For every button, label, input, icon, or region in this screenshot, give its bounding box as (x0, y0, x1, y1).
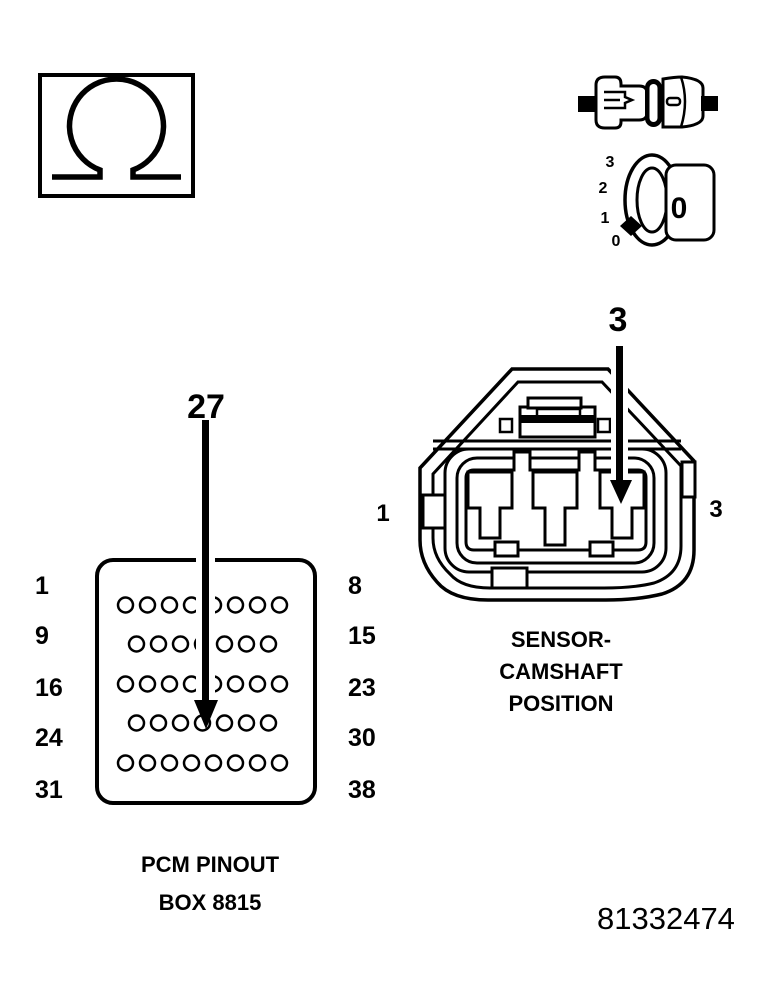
cavity-foot-right (588, 540, 615, 558)
latch-ear-right (596, 417, 612, 434)
pcm-row-label-left: 1 (35, 572, 49, 600)
pcm-pin (160, 675, 179, 693)
pcm-caption: PCM PINOUT BOX 8815 (110, 846, 310, 922)
pcm-pin (237, 714, 256, 732)
rotary-dial-icon: 0 3 2 1 0 (599, 153, 716, 250)
male-terminal (604, 90, 636, 110)
disconnect-connector-icon (578, 75, 718, 130)
pcm-pin (149, 635, 168, 653)
bottom-key-tab (490, 566, 529, 590)
sensor-caption-line3: POSITION (508, 691, 614, 716)
sensor-caption-line1: SENSOR- (510, 627, 612, 652)
pcm-pin (138, 596, 157, 614)
pcm-pin (270, 675, 289, 693)
terminal-2 (531, 470, 579, 547)
pcm-pin (204, 754, 223, 772)
pcm-pin (171, 714, 190, 732)
dial-face-plate (664, 163, 716, 242)
pcm-pin (116, 754, 135, 772)
female-connector-body (661, 75, 705, 129)
pcm-row-label-left: 24 (35, 724, 63, 752)
barrel-line (679, 76, 687, 128)
pcm-pin (248, 754, 267, 772)
sensor-pin-callout: 3 (608, 301, 628, 339)
pcm-pin (248, 596, 267, 614)
pcm-pin (215, 714, 234, 732)
dial-position-0: 0 (612, 233, 621, 250)
ohmmeter-icon (38, 73, 195, 198)
left-wire-stub (578, 96, 598, 112)
pcm-pin (226, 754, 245, 772)
terminal-slot (665, 96, 682, 107)
sensor-caption-line2: CAMSHAFT (499, 659, 623, 684)
male-connector-body (594, 75, 649, 130)
dial-ring-inner (635, 166, 669, 234)
dial-position-3: 3 (606, 154, 615, 171)
pcm-pin (248, 675, 267, 693)
dial-position-2: 2 (599, 180, 608, 197)
right-wire-stub (701, 96, 718, 111)
dial-pointer-diamond (620, 216, 642, 236)
terminal-1 (466, 470, 514, 540)
pcm-caption-line2: BOX 8815 (158, 890, 262, 915)
latch-band (520, 415, 595, 423)
cavity-foot-left (493, 540, 520, 558)
pcm-pin (259, 714, 278, 732)
latch-ear-left (498, 417, 514, 434)
pcm-row-label-right: 23 (348, 674, 376, 702)
pcm-callout-arrow-head (194, 700, 218, 729)
pcm-row-label-right: 8 (348, 572, 362, 600)
mating-ring-inner (649, 84, 658, 122)
pcm-pin (171, 635, 190, 653)
pcm-row-label-left: 16 (35, 674, 63, 702)
pcm-pin (127, 714, 146, 732)
pcm-pin (237, 635, 256, 653)
dial-position-1: 1 (601, 210, 610, 227)
sensor-pin-label-3: 3 (709, 496, 723, 523)
pcm-pin (182, 754, 201, 772)
pcm-pin (160, 754, 179, 772)
pcm-pin (270, 754, 289, 772)
sensor-callout-arrow-shaft (616, 346, 623, 482)
pcm-caption-line1: PCM PINOUT (140, 852, 280, 877)
camshaft-sensor-connector (418, 344, 697, 602)
pcm-pin (127, 635, 146, 653)
pcm-pin (215, 635, 234, 653)
pcm-pin (226, 675, 245, 693)
pcm-pin (149, 714, 168, 732)
left-index-notch (421, 493, 447, 530)
pcm-row-label-left: 31 (35, 776, 63, 804)
pcm-pin (138, 675, 157, 693)
latch-cap (526, 396, 583, 410)
pcm-pin (116, 596, 135, 614)
sensor-caption: SENSOR- CAMSHAFT POSITION (468, 624, 654, 720)
pcm-row-label-right: 15 (348, 622, 376, 650)
terminal-3 (598, 470, 646, 540)
pcm-pin (259, 635, 278, 653)
pcm-callout-arrow (194, 418, 218, 729)
dial-face-value: 0 (671, 192, 688, 225)
figure-number: 81332474 (597, 901, 735, 936)
pcm-pin (116, 675, 135, 693)
pcm-pin (226, 596, 245, 614)
pcm-pin (160, 596, 179, 614)
sensor-pin-label-1: 1 (376, 500, 390, 527)
pcm-pin (270, 596, 289, 614)
pcm-callout-arrow-shaft (202, 420, 209, 702)
pcm-row-label-right: 30 (348, 724, 376, 752)
sensor-callout-arrow-head (610, 480, 632, 504)
omega-glyph (52, 76, 181, 180)
right-index-step (680, 460, 697, 499)
pcm-row-label-right: 38 (348, 776, 376, 804)
pcm-pin (138, 754, 157, 772)
pcm-row-label-left: 9 (35, 622, 49, 650)
